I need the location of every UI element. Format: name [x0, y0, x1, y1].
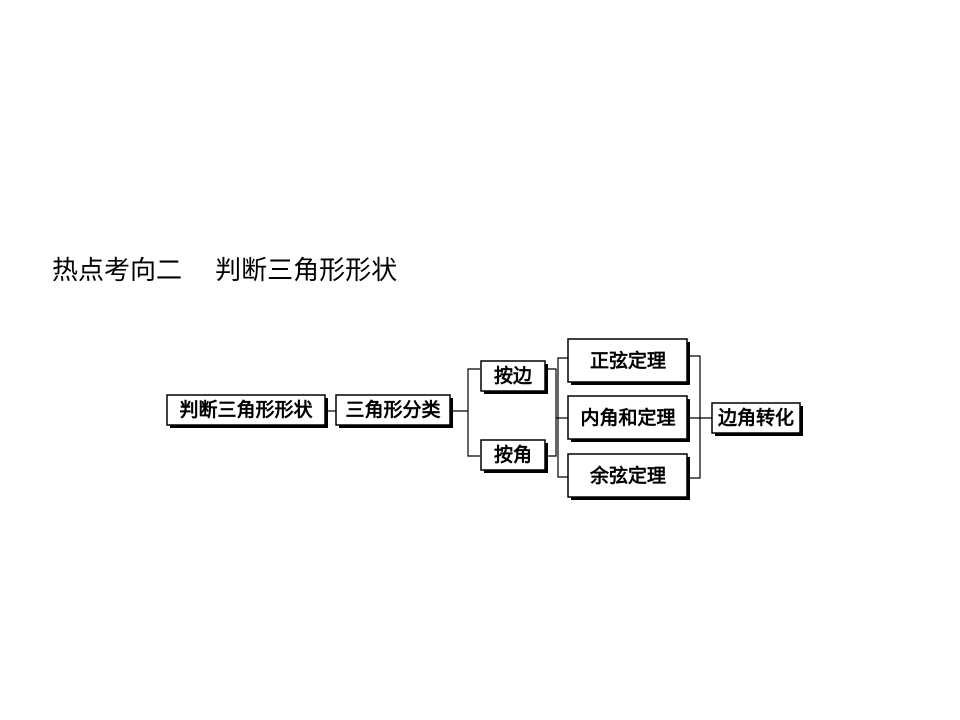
node-cosine-law-text: 余弦定理	[589, 464, 666, 487]
bracket-theorems-right	[689, 355, 701, 479]
node-by-side: 按边	[480, 360, 548, 394]
node-by-angle: 按角	[480, 439, 548, 473]
node-angle-sum-box	[567, 395, 688, 440]
node-cosine-law-box	[567, 453, 688, 498]
node-root: 判断三角形形状	[166, 394, 328, 428]
node-classify-text: 三角形分类	[345, 398, 440, 421]
node-by-angle-box	[480, 439, 546, 471]
bracket-side-angle	[467, 368, 480, 457]
node-cosine-law: 余弦定理	[567, 453, 690, 500]
node-angle-sum: 内角和定理	[567, 395, 690, 442]
node-by-angle-text: 按角	[494, 443, 532, 466]
node-by-side-text: 按边	[494, 364, 533, 387]
heading-topic: 判断三角形形状	[215, 256, 398, 286]
connectors	[327, 355, 712, 479]
node-angle-sum-text: 内角和定理	[580, 406, 675, 429]
node-conversion-text: 边角转化	[717, 406, 794, 429]
node-sine-law-text: 正弦定理	[590, 349, 666, 372]
bracket-theorems-left	[557, 357, 568, 478]
node-by-side-box	[480, 360, 546, 392]
section-heading: 热点考向二 判断三角形形状	[52, 256, 397, 287]
bracket-right-side-angle	[548, 368, 557, 457]
node-conversion: 边角转化	[711, 402, 803, 436]
node-classify: 三角形分类	[335, 394, 453, 428]
node-root-box	[166, 394, 326, 426]
node-root-text: 判断三角形形状	[179, 398, 313, 421]
node-sine-law-box	[567, 338, 688, 383]
heading-label: 热点考向二	[52, 256, 183, 286]
node-sine-law: 正弦定理	[567, 338, 690, 385]
node-conversion-box	[711, 402, 801, 434]
node-classify-box	[335, 394, 451, 426]
